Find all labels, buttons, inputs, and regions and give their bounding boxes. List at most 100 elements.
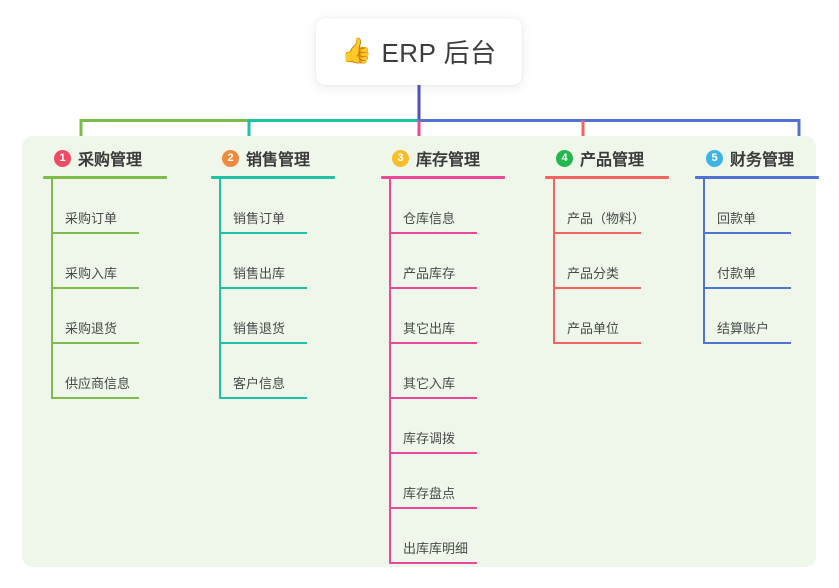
column-items-3: 仓库信息产品库存其它出库其它入库库存调拨库存盘点出库库明细 [389,179,536,564]
leaf-item-rule [219,342,307,344]
column-1: 1 采购管理采购订单采购入库采购退货供应商信息 [38,146,198,399]
column-title-4: 产品管理 [580,152,645,169]
leaf-item-rule [703,232,791,234]
column-items-4: 产品（物料） 产品分类产品单位 [553,179,700,344]
root-node-label: ERP 后台 [381,38,497,68]
leaf-item-label: 销售退货 [233,321,286,336]
leaf-item-label: 销售订单 [233,211,286,226]
leaf-item[interactable]: 产品单位 [553,289,641,344]
leaf-item[interactable]: 仓库信息 [389,179,477,234]
root-node[interactable]: 👍 ERP 后台 [316,18,522,85]
column-header-1[interactable]: 1 采购管理 [38,146,198,170]
leaf-item-label: 其它出库 [403,321,456,336]
column-items-5: 回款单付款单结算账户 [703,179,839,344]
column-title-2: 销售管理 [246,152,311,169]
leaf-item-rule [51,397,139,399]
column-badge-1: 1 [54,149,71,167]
leaf-item[interactable]: 回款单 [703,179,791,234]
leaf-item-label: 产品库存 [403,266,456,281]
leaf-item[interactable]: 客户信息 [219,344,307,399]
leaf-item-rule [703,342,791,344]
column-4: 4 产品管理产品（物料） 产品分类产品单位 [540,146,700,344]
column-header-2[interactable]: 2 销售管理 [206,146,366,170]
leaf-item[interactable]: 其它入库 [389,344,477,399]
leaf-item[interactable]: 其它出库 [389,289,477,344]
column-items-2: 销售订单销售出库销售退货客户信息 [219,179,366,399]
leaf-item-label: 产品单位 [567,321,620,336]
column-header-3[interactable]: 3 库存管理 [376,146,536,170]
leaf-item[interactable]: 产品库存 [389,234,477,289]
column-spine-3 [389,179,391,563]
leaf-item-label: 库存调拨 [403,431,456,446]
leaf-item-label: 销售出库 [233,266,286,281]
column-rule-2 [211,176,335,179]
column-badge-3: 3 [392,149,409,167]
column-badge-2: 2 [222,149,239,167]
leaf-item-rule [553,232,641,234]
leaf-item-rule [51,342,139,344]
column-spine-5 [703,179,705,343]
leaf-item-rule [51,287,139,289]
column-3: 3 库存管理仓库信息产品库存其它出库其它入库库存调拨库存盘点出库库明细 [376,146,536,564]
leaf-item-rule [51,232,139,234]
leaf-item-label: 回款单 [717,211,757,226]
leaf-item[interactable]: 销售退货 [219,289,307,344]
leaf-item-label: 客户信息 [233,376,286,391]
leaf-item-rule [553,287,641,289]
leaf-item[interactable]: 采购入库 [51,234,139,289]
leaf-item[interactable]: 产品（物料） [553,179,645,234]
thumbs-up-icon: 👍 [341,37,373,65]
leaf-item[interactable]: 产品分类 [553,234,641,289]
column-items-1: 采购订单采购入库采购退货供应商信息 [51,179,198,399]
leaf-item-rule [703,287,791,289]
leaf-item-rule [389,232,477,234]
leaf-item-label: 结算账户 [717,321,770,336]
column-title-5: 财务管理 [730,152,795,169]
column-title-3: 库存管理 [416,152,481,169]
leaf-item[interactable]: 库存盘点 [389,454,477,509]
column-rule-5 [695,176,819,179]
leaf-item[interactable]: 结算账户 [703,289,791,344]
leaf-item-rule [389,342,477,344]
leaf-item-rule [389,397,477,399]
leaf-item-label: 采购入库 [65,266,118,281]
leaf-item-label: 仓库信息 [403,211,456,226]
column-rule-3 [381,176,505,179]
column-header-4[interactable]: 4 产品管理 [540,146,700,170]
column-badge-4: 4 [556,149,573,167]
leaf-item-label: 采购订单 [65,211,118,226]
leaf-item-label: 产品分类 [567,266,620,281]
column-rule-1 [43,176,167,179]
column-5: 5 财务管理回款单付款单结算账户 [690,146,839,344]
column-title-1: 采购管理 [78,152,143,169]
leaf-item-rule [389,507,477,509]
leaf-item[interactable]: 销售出库 [219,234,307,289]
leaf-item-rule [389,562,477,564]
diagram-panel [22,136,816,567]
leaf-item-rule [553,342,641,344]
leaf-item[interactable]: 付款单 [703,234,791,289]
leaf-item-label: 付款单 [717,266,757,281]
leaf-item-rule [219,287,307,289]
leaf-item[interactable]: 采购退货 [51,289,139,344]
column-2: 2 销售管理销售订单销售出库销售退货客户信息 [206,146,366,399]
leaf-item[interactable]: 采购订单 [51,179,139,234]
leaf-item[interactable]: 出库库明细 [389,509,477,564]
column-spine-4 [553,179,555,343]
leaf-item-label: 库存盘点 [403,486,456,501]
column-header-5[interactable]: 5 财务管理 [690,146,839,170]
column-rule-4 [545,176,669,179]
leaf-item-label: 其它入库 [403,376,456,391]
leaf-item-rule [219,397,307,399]
leaf-item[interactable]: 销售订单 [219,179,307,234]
leaf-item-rule [389,287,477,289]
leaf-item-label: 采购退货 [65,321,118,336]
leaf-item-label: 产品（物料） [567,211,646,226]
leaf-item-label: 供应商信息 [65,376,131,391]
leaf-item[interactable]: 供应商信息 [51,344,139,399]
leaf-item-rule [219,232,307,234]
leaf-item[interactable]: 库存调拨 [389,399,477,454]
leaf-item-rule [389,452,477,454]
leaf-item-label: 出库库明细 [403,541,469,556]
column-badge-5: 5 [706,149,723,167]
